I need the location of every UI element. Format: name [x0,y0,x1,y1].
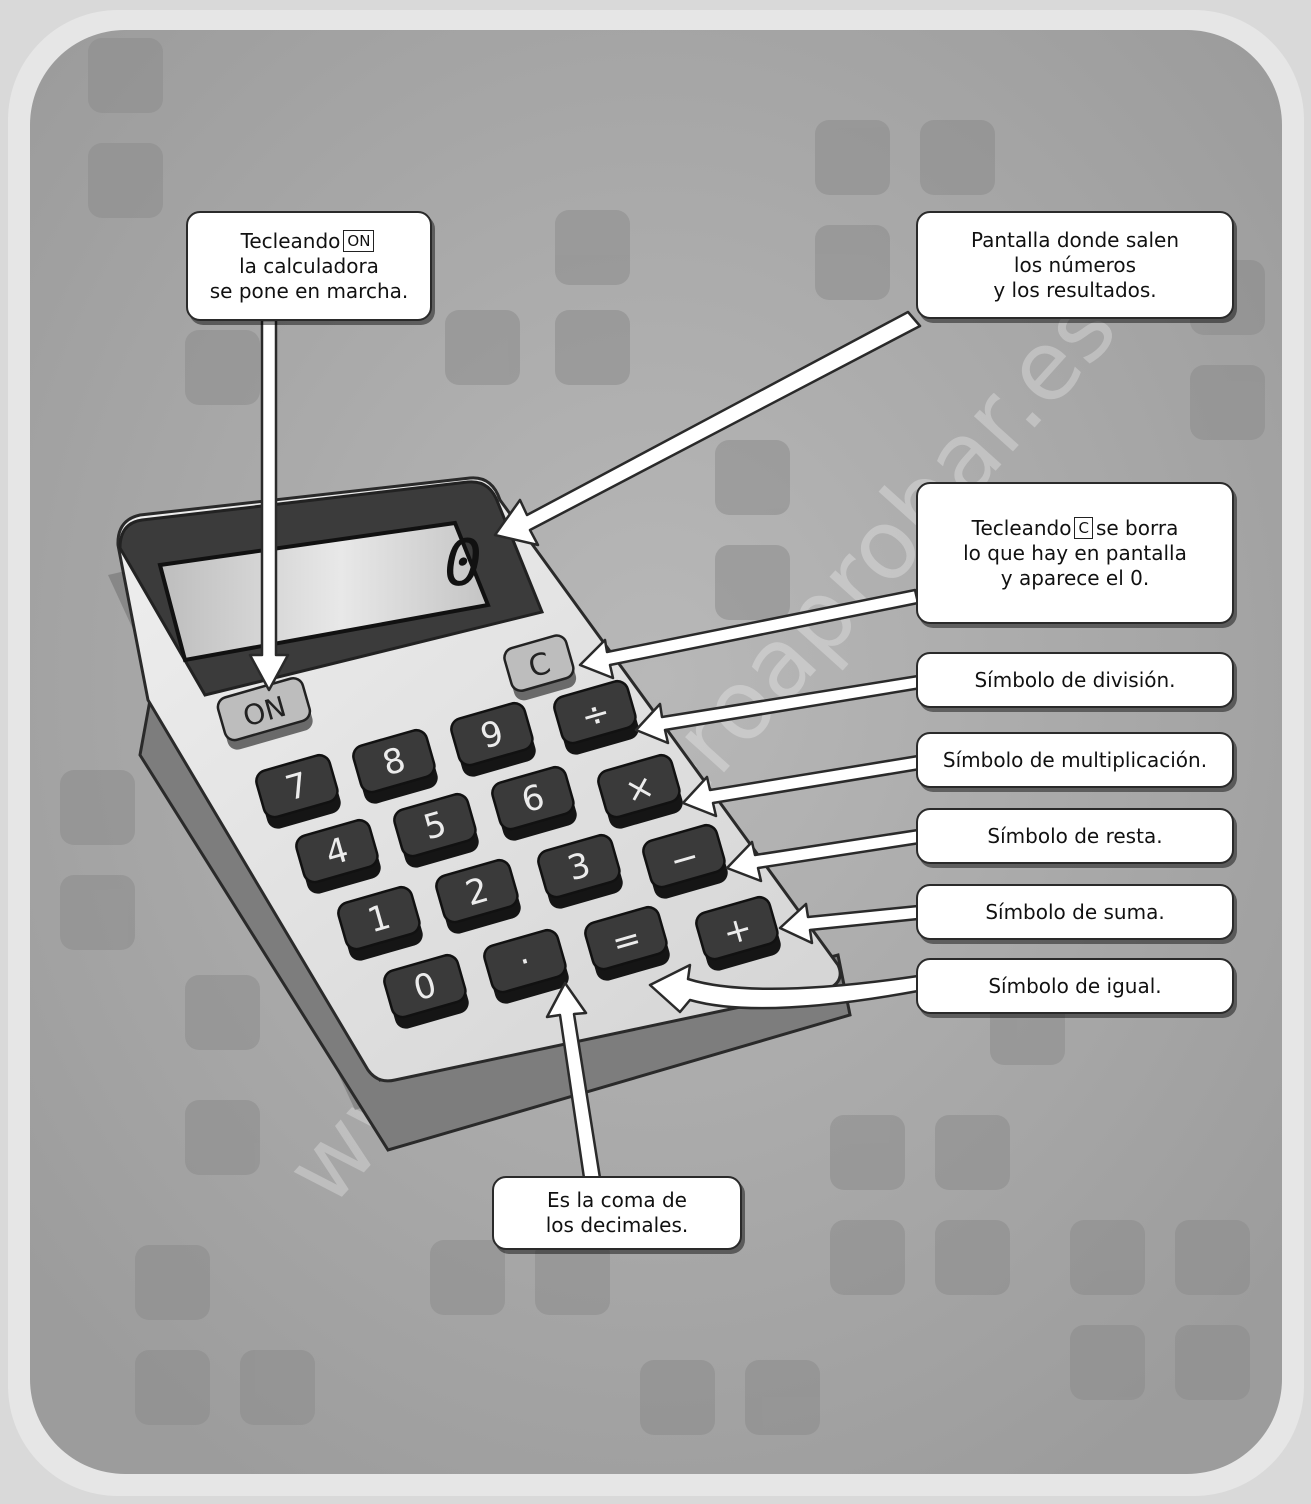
callout-display-line-1: Pantalla donde salen [971,228,1179,253]
on-key-icon: ON [343,230,374,252]
callout-subtraction-text: Símbolo de resta. [987,824,1162,849]
callout-on-text-before: Tecleando [241,229,341,253]
callout-addition: Símbolo de suma. [916,884,1234,940]
callout-multiplication: Símbolo de multiplicación. [916,732,1234,788]
callout-clear-text-before: Tecleando [972,516,1072,540]
callout-equals-text: Símbolo de igual. [988,974,1161,999]
callout-division-text: Símbolo de división. [974,668,1175,693]
callout-subtraction: Símbolo de resta. [916,808,1234,864]
callout-decimal-line-2: los decimales. [546,1213,689,1238]
callout-clear-text-after: se borra [1096,516,1178,540]
callout-addition-text: Símbolo de suma. [985,900,1164,925]
callout-division: Símbolo de división. [916,652,1234,708]
callout-display-line-2: los números [1014,253,1136,278]
callout-display-line-3: y los resultados. [993,278,1156,303]
callout-multiplication-text: Símbolo de multiplicación. [943,748,1207,773]
callout-display: Pantalla donde salen los números y los r… [916,211,1234,319]
callout-on-line-1: la calculadora [239,254,379,279]
callout-equals: Símbolo de igual. [916,958,1234,1014]
callout-decimal-point: Es la coma de los decimales. [492,1176,742,1250]
clear-key-icon: C [1074,517,1092,539]
callout-clear-line-1: lo que hay en pantalla [963,541,1187,566]
callout-decimal-line-1: Es la coma de [547,1188,687,1213]
callout-clear-line-2: y aparece el 0. [1001,566,1149,591]
callout-on-line-2: se pone en marcha. [210,279,409,304]
